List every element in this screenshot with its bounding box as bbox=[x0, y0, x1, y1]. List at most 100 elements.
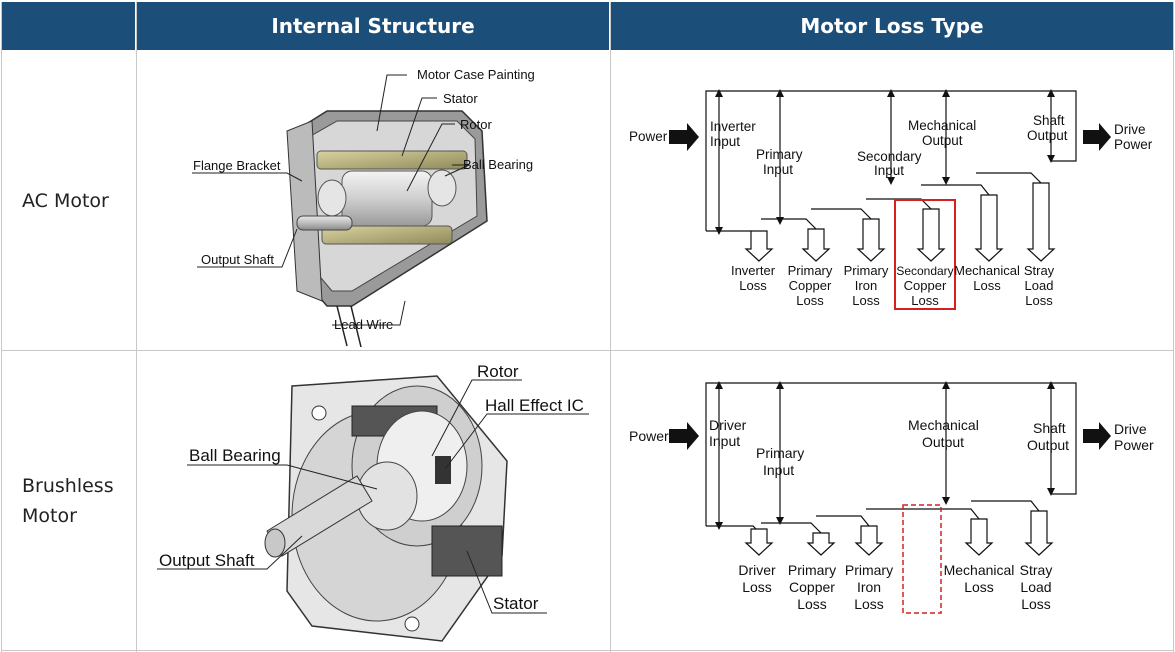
bl-drive-arrow-icon bbox=[1083, 422, 1111, 450]
ac-label-lead-wire: Lead Wire bbox=[334, 317, 393, 332]
ac-loss-labels: Inverter Loss Primary Copper Loss Primar… bbox=[731, 263, 1055, 308]
bl-loss-label: Driver bbox=[738, 562, 776, 578]
brushless-motor-illustration: Rotor Hall Effect IC Ball Bearing Output… bbox=[157, 362, 589, 642]
ac-loss-label: Loss bbox=[1025, 293, 1053, 308]
bl-drive-label-1: Drive bbox=[1114, 421, 1147, 437]
ac-label-stator: Stator bbox=[443, 91, 478, 106]
bl-loss-labels: Driver Loss Primary Copper Loss Primary … bbox=[738, 562, 1052, 612]
bl-loss-label: Load bbox=[1020, 579, 1051, 595]
bl-label-rotor: Rotor bbox=[477, 362, 519, 381]
bl-shaft-output-2: Output bbox=[1027, 437, 1069, 453]
bl-loss-label: Loss bbox=[797, 596, 827, 612]
ac-inverter-input-1: Inverter bbox=[710, 119, 756, 134]
bl-loss-label: Stray bbox=[1020, 562, 1053, 578]
bl-driver-input-1: Driver bbox=[709, 417, 747, 433]
bl-drive-label-2: Power bbox=[1114, 437, 1154, 453]
ac-loss-label: Inverter bbox=[731, 263, 776, 278]
ac-label-output-shaft: Output Shaft bbox=[201, 252, 274, 267]
bl-driver-input-2: Input bbox=[709, 433, 740, 449]
bl-loss-label: Primary bbox=[788, 562, 836, 578]
header-col2-label: Internal Structure bbox=[271, 14, 475, 38]
ac-loss-label: Stray bbox=[1024, 263, 1055, 278]
ac-secondary-input-2: Input bbox=[874, 163, 904, 178]
bl-primary-input-1: Primary bbox=[756, 445, 804, 461]
ac-loss-label: Loss bbox=[796, 293, 824, 308]
ac-secondary-copper-highlight bbox=[894, 199, 956, 310]
bl-power-label: Power bbox=[629, 428, 669, 444]
ac-shaft-output-2: Output bbox=[1027, 128, 1068, 143]
row-label-line1: Brushless bbox=[22, 475, 114, 497]
ac-power-label: Power bbox=[629, 129, 668, 144]
header-col3-label: Motor Loss Type bbox=[800, 14, 984, 38]
ac-mechanical-output-1: Mechanical bbox=[908, 118, 976, 133]
ac-loss-label: Mechanical bbox=[954, 263, 1020, 278]
row-label-line2: Motor bbox=[22, 505, 77, 527]
header-blank-cell bbox=[2, 2, 135, 50]
bl-loss-label: Primary bbox=[845, 562, 893, 578]
ac-motor-housing bbox=[286, 110, 488, 348]
bl-loss-label: Loss bbox=[1021, 596, 1051, 612]
ac-primary-input-2: Input bbox=[763, 162, 793, 177]
ac-primary-input-1: Primary bbox=[756, 147, 803, 162]
ac-secondary-input-1: Secondary bbox=[857, 149, 922, 164]
header-motor-loss-type: Motor Loss Type bbox=[611, 2, 1173, 50]
bl-loss-label: Mechanical bbox=[944, 562, 1015, 578]
ac-loss-label: Primary bbox=[788, 263, 833, 278]
ac-inverter-input-2: Input bbox=[710, 134, 740, 149]
grid-line bbox=[1, 350, 1174, 351]
ac-loss-label: Loss bbox=[973, 278, 1001, 293]
bl-mechanical-output-2: Output bbox=[922, 434, 964, 450]
grid-line bbox=[1, 650, 1174, 651]
bl-label-output-shaft: Output Shaft bbox=[159, 551, 255, 570]
ac-power-arrow-icon bbox=[669, 123, 699, 151]
ac-loss-arrows bbox=[744, 182, 1056, 262]
bl-loss-label: Copper bbox=[789, 579, 835, 595]
ac-loss-label: Loss bbox=[911, 293, 939, 308]
ac-loss-label: Load bbox=[1025, 278, 1054, 293]
ac-flow-outline bbox=[705, 90, 1077, 231]
bl-flow-outline bbox=[705, 382, 1077, 526]
ac-label-motor-case: Motor Case Painting bbox=[417, 67, 535, 82]
ac-loss-diagram: Power Drive Power Inverter Input Primary… bbox=[629, 89, 1153, 310]
ac-drive-label-1: Drive bbox=[1114, 122, 1146, 137]
grid-line bbox=[610, 2, 611, 652]
bl-loss-label: Iron bbox=[857, 579, 881, 595]
row-label-ac-motor: AC Motor bbox=[22, 190, 109, 212]
ac-motor-leader-lines bbox=[192, 74, 470, 326]
bl-loss-label: Loss bbox=[742, 579, 772, 595]
bl-label-stator: Stator bbox=[493, 594, 539, 613]
ac-mechanical-output-2: Output bbox=[922, 133, 963, 148]
grid-line bbox=[136, 2, 137, 652]
brushless-motor-body bbox=[264, 375, 508, 642]
header-internal-structure: Internal Structure bbox=[137, 2, 609, 50]
ac-loss-label: Iron bbox=[855, 278, 877, 293]
ac-loss-label: Loss bbox=[852, 293, 880, 308]
bl-label-ball-bearing: Ball Bearing bbox=[189, 446, 281, 465]
brushless-loss-diagram: Power Drive Power Driver Input Primary I… bbox=[629, 381, 1154, 614]
ac-loss-label: Primary bbox=[844, 263, 889, 278]
ac-label-ball-bearing: Ball Bearing bbox=[463, 157, 533, 172]
bl-power-arrow-icon bbox=[669, 422, 699, 450]
ac-motor-illustration: Motor Case Painting Stator Rotor Ball Be… bbox=[192, 67, 535, 348]
brushless-leader-lines bbox=[157, 379, 589, 614]
ac-loss-label: Copper bbox=[789, 278, 832, 293]
bl-shaft-output-1: Shaft bbox=[1033, 420, 1066, 436]
bl-mechanical-output-1: Mechanical bbox=[908, 417, 979, 433]
bl-missing-secondary-loss-box bbox=[902, 504, 942, 614]
ac-drive-arrow-icon bbox=[1083, 123, 1111, 151]
ac-label-rotor: Rotor bbox=[460, 117, 492, 132]
bl-loss-label: Loss bbox=[854, 596, 884, 612]
bl-label-hall-ic: Hall Effect IC bbox=[485, 396, 584, 415]
bl-primary-input-2: Input bbox=[763, 462, 794, 478]
ac-loss-label: Loss bbox=[739, 278, 767, 293]
ac-loss-label: Copper bbox=[904, 278, 947, 293]
grid-line bbox=[1, 2, 2, 652]
ac-shaft-output-1: Shaft bbox=[1033, 113, 1065, 128]
bl-loss-label: Loss bbox=[964, 579, 994, 595]
ac-loss-label: Secondary bbox=[896, 264, 953, 278]
row-label-brushless-motor: Brushless Motor bbox=[22, 471, 114, 531]
ac-drive-label-2: Power bbox=[1114, 137, 1153, 152]
ac-label-flange-bracket: Flange Bracket bbox=[193, 158, 281, 173]
grid-line bbox=[1173, 2, 1174, 652]
